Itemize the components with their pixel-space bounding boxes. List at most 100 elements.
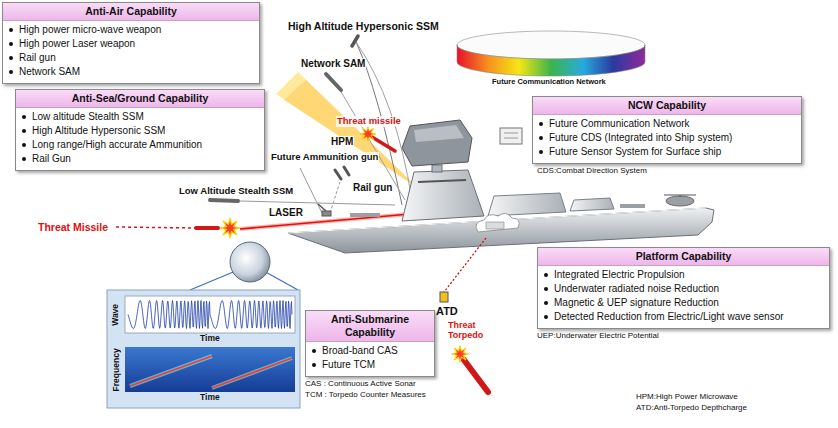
- communication-network: [457, 45, 645, 76]
- sonar-inset: [230, 242, 270, 282]
- box-heading: Anti-Air Capability: [3, 3, 259, 21]
- item-text: Low altitude Stealth SSM: [32, 111, 144, 122]
- heading-text: Platform Capability: [636, 250, 732, 262]
- cds-device: [402, 120, 472, 166]
- anti-torpedo: [452, 346, 469, 363]
- item-text: Future Sensor System for Surface ship: [549, 146, 721, 157]
- missile-trajectories: [210, 200, 238, 201]
- item-text: Network SAM: [19, 66, 80, 77]
- weapon-label: LASER: [268, 207, 304, 219]
- bullet-dot: [22, 115, 26, 119]
- bullet-dot: [22, 157, 26, 161]
- abbreviation-note: TCM : Torpedo Counter Measures: [305, 390, 426, 399]
- bullet-dot: [9, 42, 13, 46]
- heading-text: Anti-Air Capability: [85, 5, 177, 17]
- bullet-item: Future Sensor System for Surface ship: [533, 145, 801, 159]
- item-text: Future TCM: [322, 359, 375, 370]
- ship: [350, 213, 380, 217]
- network-label: Future Communication Network: [492, 78, 606, 87]
- item-text: Long range/High accurate Ammunition: [32, 139, 202, 150]
- ship: [666, 196, 694, 206]
- anti-torpedo: [464, 360, 488, 392]
- capability-box: Platform CapabilityIntegrated Electric P…: [537, 247, 830, 329]
- capability-box: NCW CapabilityFuture Communication Netwo…: [532, 96, 802, 164]
- wave-signal: [128, 301, 292, 329]
- axis-label: Frequency: [111, 348, 121, 391]
- cds-device: [504, 138, 518, 139]
- threat-missiles: [116, 227, 196, 228]
- ship: [432, 165, 442, 172]
- cds-device: [402, 120, 522, 166]
- wave-signal: [128, 301, 292, 329]
- abbreviation-note: HPM:High Power Microwave: [636, 392, 738, 401]
- heading-text: Anti-Submarine Capability: [331, 313, 409, 338]
- bullet-dot: [312, 363, 316, 367]
- ship: [318, 204, 326, 211]
- bullet-item: Future Communication Network: [533, 117, 801, 131]
- cds-device: [500, 128, 522, 144]
- bullet-item: Future CDS (Integrated into Ship system): [533, 131, 801, 145]
- bullet-dot: [544, 287, 548, 291]
- bullet-item: Network SAM: [3, 65, 259, 79]
- ship: [486, 222, 504, 229]
- bullet-item: High Altitude Hypersonic SSM: [16, 124, 264, 138]
- sonar-inset: [107, 242, 300, 408]
- bullet-dot: [544, 301, 548, 305]
- bullet-item: Detected Reduction from Electric/Light w…: [538, 310, 829, 324]
- sonar-inset: [212, 358, 292, 388]
- bullet-dot: [539, 122, 543, 126]
- sonar-inset: [262, 270, 298, 290]
- sonar-inset: [125, 296, 295, 333]
- sonar-inset: [130, 356, 212, 386]
- weapon-label: ATD: [436, 305, 458, 318]
- weapon-label: HPM: [330, 136, 354, 148]
- item-text: Underwater radiated noise Reduction: [554, 283, 719, 294]
- bullet-item: Long range/High accurate Ammunition: [16, 138, 264, 152]
- ship: [402, 170, 484, 221]
- capability-box: Anti-Submarine CapabilityBroad-band CASF…: [305, 310, 435, 377]
- item-text: High power Laser weapon: [19, 38, 135, 49]
- item-text: Detected Reduction from Electric/Light w…: [554, 311, 784, 322]
- box-heading: Anti-Submarine Capability: [306, 311, 434, 342]
- bullet-dot: [9, 28, 13, 32]
- bullet-dot: [544, 315, 548, 319]
- bullet-item: Future TCM: [306, 358, 434, 372]
- weapon-label: High Altitude Hypersonic SSM: [288, 20, 439, 32]
- bullet-item: Magnetic & UEP signature Reduction: [538, 296, 829, 310]
- missile-trajectories: [326, 74, 341, 90]
- capability-box: Anti-Air CapabilityHigh power micro-wave…: [2, 2, 260, 84]
- weapon-label: Network SAM: [300, 58, 366, 70]
- item-text: Future CDS (Integrated into Ship system): [549, 132, 732, 143]
- missile-trajectories: [330, 182, 340, 213]
- ship: [620, 204, 645, 208]
- sonar-inset: [125, 347, 295, 392]
- bullet-dot: [22, 129, 26, 133]
- axis-label: Time: [200, 393, 220, 403]
- ship: [570, 198, 614, 211]
- item-text: Magnetic & UEP signature Reduction: [554, 297, 719, 308]
- threat-missiles: [196, 226, 218, 230]
- axis-label: Time: [200, 334, 220, 344]
- ship: [288, 165, 714, 253]
- anti-torpedo: [444, 238, 486, 292]
- anti-torpedo: [440, 292, 448, 302]
- bullet-item: High power Laser weapon: [3, 37, 259, 51]
- box-heading: Platform Capability: [538, 248, 829, 266]
- item-text: Integrated Electric Propulsion: [554, 269, 685, 280]
- bullet-dot: [9, 56, 13, 60]
- weapon-label: Rail gun: [352, 182, 393, 194]
- heading-text: NCW Capability: [628, 99, 706, 111]
- sonar-inset: [130, 356, 212, 386]
- abbreviation-note: UEP:Underwater Electric Potential: [537, 331, 659, 340]
- bullet-item: Underwater radiated noise Reduction: [538, 282, 829, 296]
- weapon-label: Low Altitude Stealth SSM: [178, 186, 294, 197]
- ship: [418, 180, 466, 182]
- item-text: Rail gun: [19, 52, 56, 63]
- box-heading: Anti-Sea/Ground Capability: [16, 90, 264, 108]
- ship: [322, 211, 331, 216]
- abbreviation-note: CDS:Combat Direction System: [537, 166, 647, 175]
- item-text: Future Communication Network: [549, 118, 690, 129]
- sonar-inset: [107, 290, 300, 408]
- item-text: High Altitude Hypersonic SSM: [32, 125, 165, 136]
- bullet-dot: [9, 70, 13, 74]
